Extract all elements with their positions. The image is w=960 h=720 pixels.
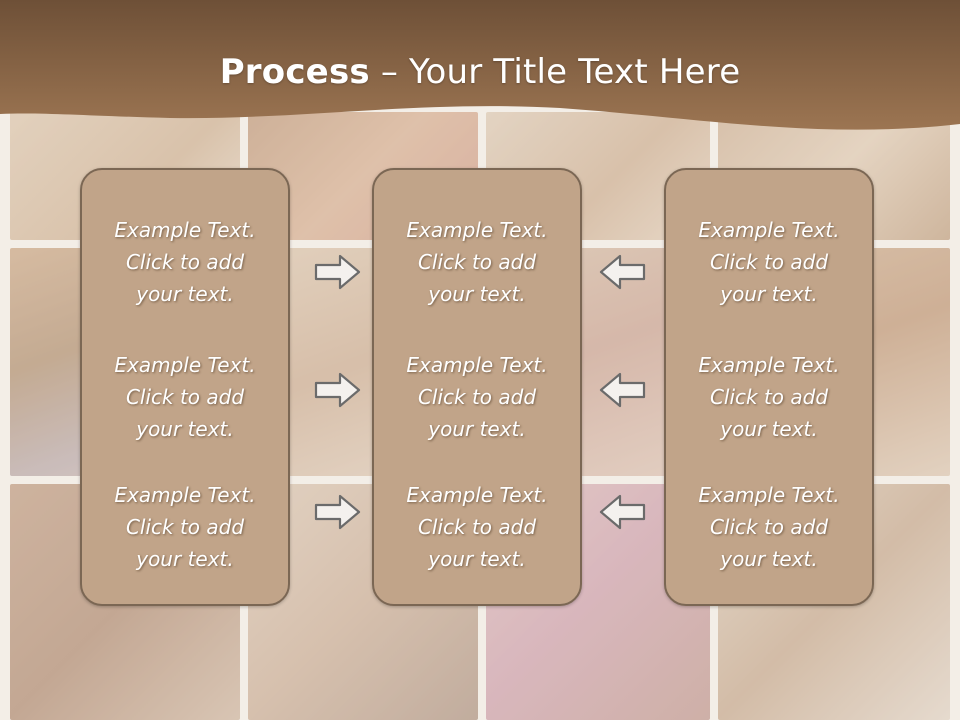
arrow-left-icon — [599, 494, 646, 530]
text-line: Click to add — [125, 385, 245, 409]
text-line: Click to add — [417, 250, 537, 274]
text-line: Click to add — [709, 515, 829, 539]
text-line: Click to add — [709, 250, 829, 274]
process-box-right[interactable]: Example Text. Click to add your text. Ex… — [664, 168, 874, 606]
text-placeholder[interactable]: Example Text. Click to add your text. — [374, 479, 580, 575]
arrow-right-icon — [314, 372, 361, 408]
text-line: Example Text. — [406, 218, 548, 242]
arrow-right-icon — [314, 254, 361, 290]
text-placeholder[interactable]: Example Text. Click to add your text. — [82, 214, 288, 310]
arrow-right-icon — [314, 494, 361, 530]
text-line: Click to add — [125, 515, 245, 539]
text-line: Example Text. — [114, 483, 256, 507]
text-placeholder[interactable]: Example Text. Click to add your text. — [82, 479, 288, 575]
text-line: your text. — [720, 547, 818, 571]
text-line: your text. — [136, 417, 234, 441]
text-line: your text. — [428, 282, 526, 306]
text-line: Click to add — [709, 385, 829, 409]
text-line: your text. — [720, 282, 818, 306]
text-line: Example Text. — [406, 353, 548, 377]
text-line: your text. — [136, 547, 234, 571]
text-placeholder[interactable]: Example Text. Click to add your text. — [82, 349, 288, 445]
text-line: Click to add — [417, 385, 537, 409]
text-line: Click to add — [125, 250, 245, 274]
text-line: Example Text. — [114, 218, 256, 242]
text-line: your text. — [428, 417, 526, 441]
text-line: Example Text. — [698, 218, 840, 242]
slide-title[interactable]: Process – Your Title Text Here — [0, 52, 960, 92]
text-line: your text. — [428, 547, 526, 571]
arrow-left-icon — [599, 254, 646, 290]
arrow-left-icon — [599, 372, 646, 408]
process-box-center[interactable]: Example Text. Click to add your text. Ex… — [372, 168, 582, 606]
title-bold-text: Process — [219, 52, 370, 92]
title-rest-text: – Your Title Text Here — [369, 52, 741, 92]
text-line: Example Text. — [698, 353, 840, 377]
text-placeholder[interactable]: Example Text. Click to add your text. — [666, 479, 872, 575]
text-line: Example Text. — [698, 483, 840, 507]
text-line: your text. — [720, 417, 818, 441]
text-placeholder[interactable]: Example Text. Click to add your text. — [666, 214, 872, 310]
process-box-left[interactable]: Example Text. Click to add your text. Ex… — [80, 168, 290, 606]
text-line: Example Text. — [114, 353, 256, 377]
text-line: Example Text. — [406, 483, 548, 507]
title-banner — [0, 0, 960, 130]
text-placeholder[interactable]: Example Text. Click to add your text. — [666, 349, 872, 445]
text-line: Click to add — [417, 515, 537, 539]
text-line: your text. — [136, 282, 234, 306]
text-placeholder[interactable]: Example Text. Click to add your text. — [374, 214, 580, 310]
text-placeholder[interactable]: Example Text. Click to add your text. — [374, 349, 580, 445]
